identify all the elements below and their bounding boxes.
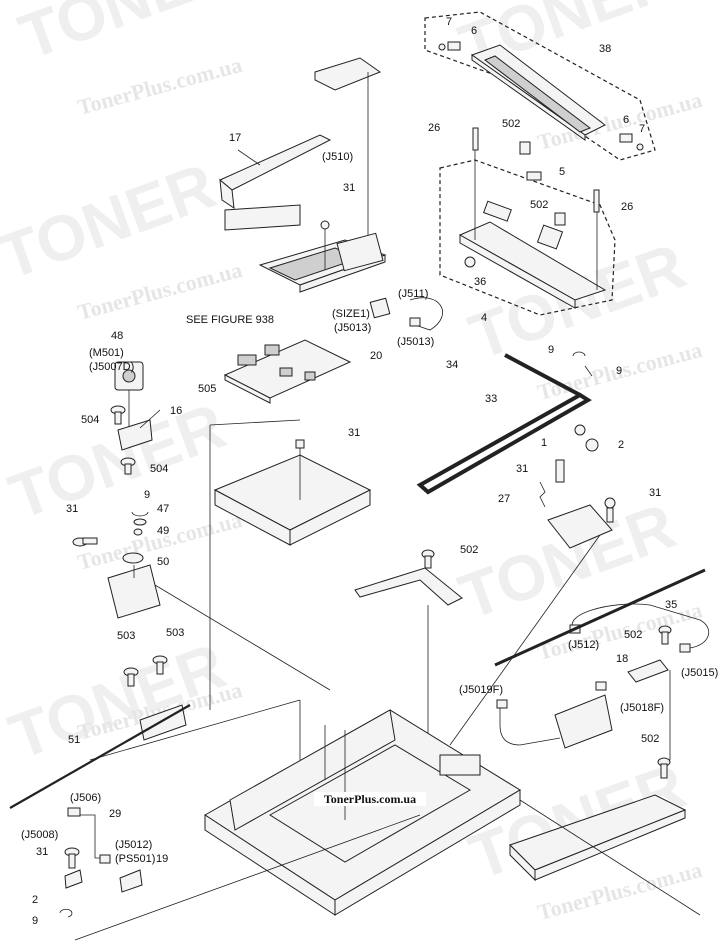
callout-j506: (J506) — [70, 792, 101, 804]
connector-20-cable-34 — [369, 297, 443, 331]
scanner-rail-assembly-38 — [424, 11, 656, 161]
callout-50: 50 — [157, 556, 169, 568]
callout-31: 31 — [66, 503, 78, 515]
controller-frame — [258, 220, 387, 293]
callout-ps501: (PS501) — [115, 853, 155, 865]
shaft-right — [494, 568, 706, 667]
callout-26: 26 — [621, 201, 633, 213]
callout-47: 47 — [157, 503, 169, 515]
callout-19: 19 — [156, 853, 168, 865]
callout-6: 6 — [471, 25, 477, 37]
callout-26: 26 — [428, 122, 440, 134]
belt-33 — [416, 353, 592, 495]
callout-9: 9 — [144, 489, 150, 501]
callout-j510: (J510) — [322, 151, 353, 163]
callout-51: 51 — [68, 734, 80, 746]
callout-504: 504 — [150, 463, 168, 475]
callout-20: 20 — [370, 350, 382, 362]
callout-31: 31 — [516, 463, 528, 475]
callout-j512: (J512) — [568, 639, 599, 651]
assembly-leader-lines — [74, 419, 701, 941]
callout-38: 38 — [599, 43, 611, 55]
left-hardware-stack — [72, 405, 161, 619]
callout-31: 31 — [343, 182, 355, 194]
callout-502: 502 — [641, 733, 659, 745]
top-pcb — [314, 57, 382, 240]
callout-17: 17 — [229, 132, 241, 144]
callout-49: 49 — [157, 525, 169, 537]
callout-j5013: (J5013) — [397, 336, 434, 348]
rod-51 — [9, 699, 301, 809]
callout-503: 503 — [117, 630, 135, 642]
callout-6: 6 — [623, 114, 629, 126]
callout-1: 1 — [541, 437, 547, 449]
cable-sheet — [224, 204, 301, 231]
callout-502: 502 — [502, 118, 520, 130]
callout-j5013: (J5013) — [334, 322, 371, 334]
metal-tray — [213, 439, 372, 546]
callout-see-figure: SEE FIGURE 938 — [186, 314, 274, 326]
callout-5: 5 — [559, 166, 565, 178]
callout-502: 502 — [460, 544, 478, 556]
callout-4: 4 — [481, 312, 487, 324]
scanner-frame-assembly-4 — [439, 127, 616, 316]
callout-2: 2 — [618, 439, 624, 451]
callout-j5008: (J5008) — [21, 829, 58, 841]
pulley-assembly — [539, 351, 616, 549]
callout-j5012: (J5012) — [115, 839, 152, 851]
callout-505: 505 — [198, 383, 216, 395]
callout-9: 9 — [32, 915, 38, 927]
callout-j5019f: (J5019F) — [459, 684, 503, 696]
callout-size1: (SIZE1) — [332, 308, 370, 320]
callout-9: 9 — [548, 344, 554, 356]
callout-34: 34 — [446, 359, 458, 371]
formatter-board — [223, 339, 352, 404]
callout-j5018f: (J5018F) — [620, 702, 664, 714]
callout-labels: 17 (J510) 31 38 7 6 26 502 6 7 5 502 26 … — [21, 16, 718, 927]
callout-7: 7 — [639, 123, 645, 135]
watermark-site: TonerPlus.com.ua — [75, 52, 245, 120]
paper-sensor-harness — [496, 681, 613, 749]
site-banner: TonerPlus.com.ua — [314, 792, 426, 806]
callout-502: 502 — [624, 629, 642, 641]
callout-j5007d: (J5007D) — [89, 361, 134, 373]
callout-31: 31 — [348, 427, 360, 439]
callout-33: 33 — [485, 393, 497, 405]
callout-35: 35 — [665, 599, 677, 611]
callout-9: 9 — [616, 365, 622, 377]
callout-504: 504 — [81, 414, 99, 426]
callout-31: 31 — [649, 487, 661, 499]
main-chassis — [204, 709, 521, 916]
callout-16: 16 — [170, 405, 182, 417]
callout-7: 7 — [446, 16, 452, 28]
callout-503: 503 — [166, 627, 184, 639]
callout-31: 31 — [36, 846, 48, 858]
harness-29 — [59, 807, 143, 918]
callout-48: 48 — [111, 330, 123, 342]
callout-36: 36 — [474, 276, 486, 288]
callout-27: 27 — [498, 493, 510, 505]
callout-502: 502 — [530, 199, 548, 211]
watermark-brand: TONER — [450, 0, 684, 83]
callout-2: 2 — [32, 894, 38, 906]
callout-m501: (M501) — [89, 347, 124, 359]
front-plate — [509, 757, 687, 882]
motor-48 — [114, 361, 144, 440]
callout-18: 18 — [616, 653, 628, 665]
callout-j511: (J511) — [398, 288, 428, 300]
callout-29: 29 — [109, 808, 121, 820]
callout-j5015: (J5015) — [681, 667, 718, 679]
flat-cable-17 — [219, 134, 332, 210]
